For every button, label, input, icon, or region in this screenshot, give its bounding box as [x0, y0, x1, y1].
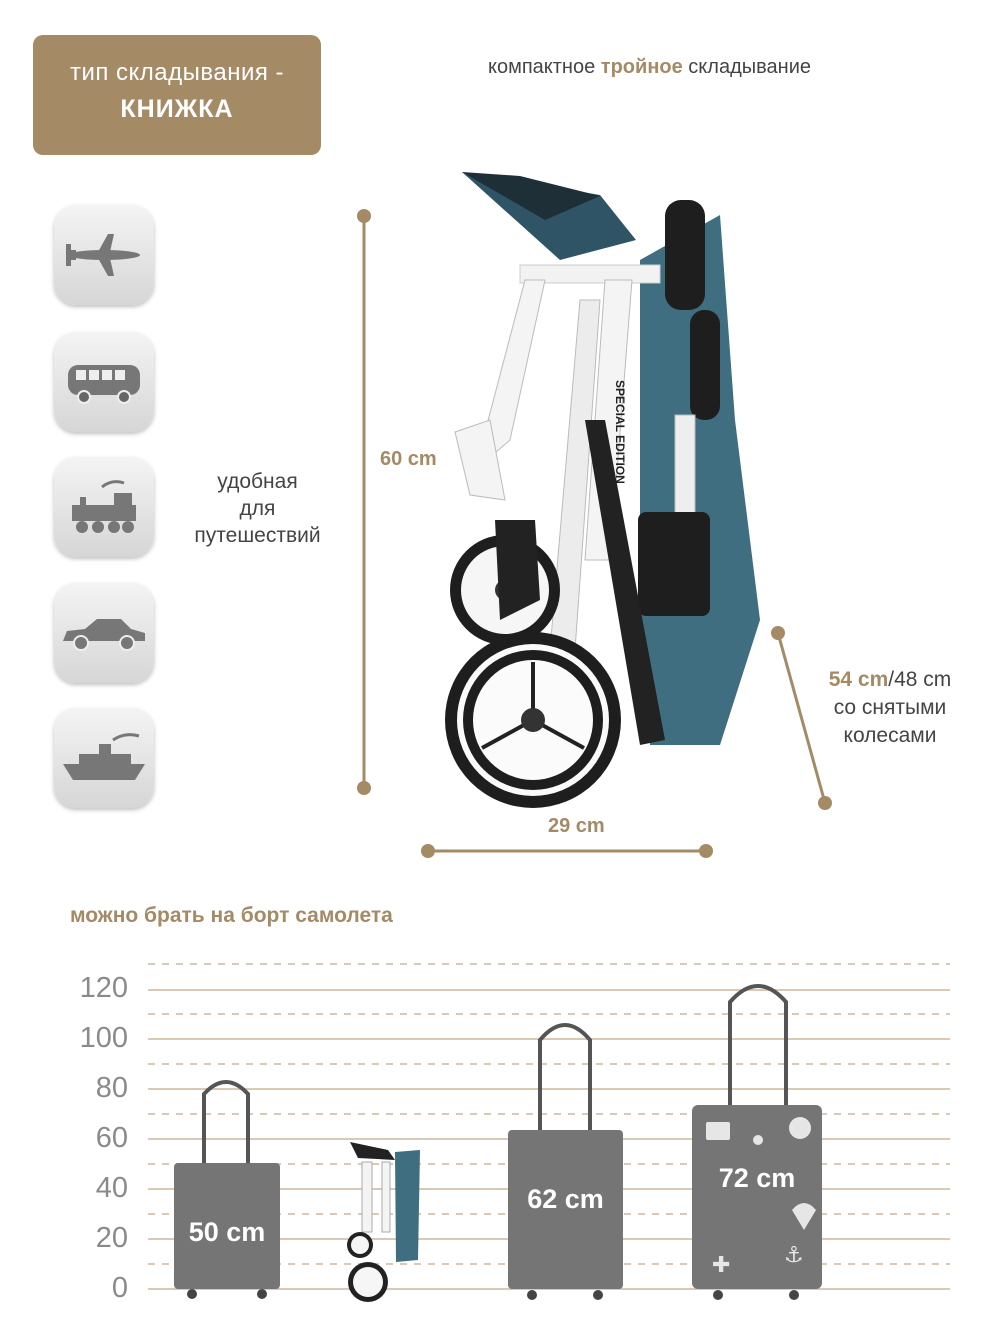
car-icon: [54, 583, 154, 683]
badge-line-1: тип складывания -: [69, 59, 285, 86]
travel-text: удобная для путешествий: [180, 468, 335, 549]
train-icon: [54, 457, 154, 557]
y-tick-label: 120: [79, 972, 128, 1004]
suitcase-62-label: 62 cm: [527, 1184, 604, 1214]
y-tick-label: 100: [79, 1022, 128, 1054]
tagline-before: компактное: [488, 56, 601, 78]
y-tick-label: 60: [95, 1122, 128, 1154]
airplane-icon: [54, 205, 154, 305]
suitcase-72: ✚ ⚓: [692, 984, 822, 1300]
tagline-highlight: тройное: [600, 56, 683, 78]
bus-icon: [54, 332, 154, 432]
suitcase-50-label: 50 cm: [188, 1217, 266, 1247]
ship-icon: [54, 708, 154, 808]
travel-line-2: для: [239, 497, 276, 520]
suitcase-62: [508, 1023, 623, 1300]
depth-main-value: 54 cm: [828, 668, 889, 691]
suitcase-50: [174, 1080, 280, 1299]
depth-values: 54 cm/48 cm: [800, 666, 980, 694]
height-dimension-label: 60 cm: [380, 448, 437, 470]
y-tick-label: 80: [95, 1072, 128, 1104]
depth-dimension-text: 54 cm/48 cm со снятыми колесами: [800, 666, 980, 750]
badge-line-2: КНИЖКА: [120, 95, 234, 123]
depth-note-2: колесами: [843, 724, 937, 747]
depth-alt-value: /48 cm: [888, 668, 952, 691]
y-tick-label: 20: [95, 1222, 128, 1254]
y-tick-label: 40: [95, 1172, 128, 1204]
fold-tagline: компактное тройное складывание: [488, 56, 811, 79]
travel-line-3: путешествий: [194, 524, 321, 547]
mini-stroller: [347, 1142, 420, 1302]
airplane-section-title: можно брать на борт самолета: [70, 904, 393, 927]
depth-note-1: со снятыми: [833, 696, 947, 719]
width-dimension-label: 29 cm: [548, 815, 605, 837]
y-tick-label: 0: [111, 1272, 128, 1304]
tagline-after: складывание: [682, 56, 811, 78]
svg-text:✚: ✚: [712, 1253, 730, 1278]
folded-stroller-illustration: SPECIAL EDITION: [357, 172, 832, 858]
svg-text:⚓: ⚓: [784, 1243, 804, 1268]
svg-text:SPECIAL EDITION: SPECIAL EDITION: [613, 380, 627, 484]
travel-line-1: удобная: [217, 470, 298, 493]
suitcase-72-label: 72 cm: [718, 1163, 796, 1193]
folding-type-badge: тип складывания - КНИЖКА: [33, 35, 321, 155]
